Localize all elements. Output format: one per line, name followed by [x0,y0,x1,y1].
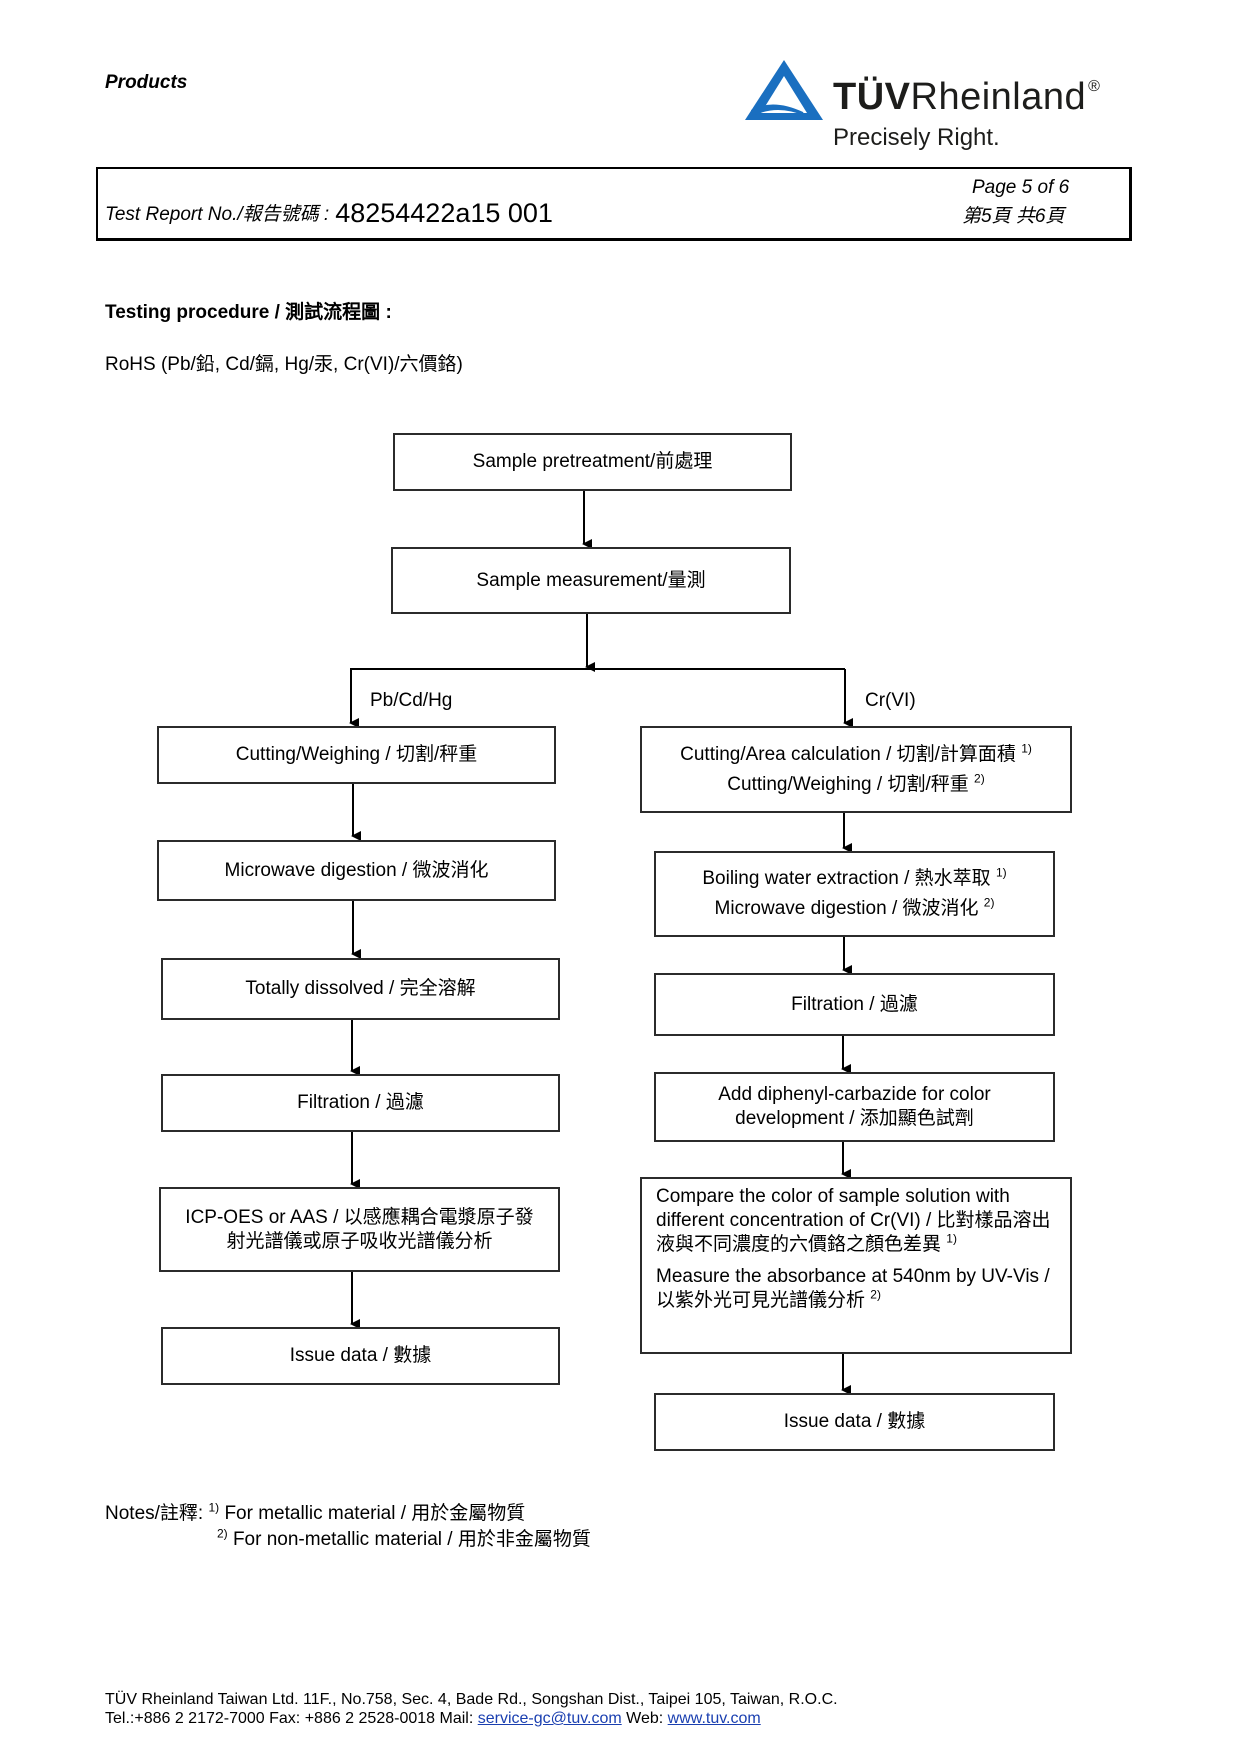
right-step-issue-data: Issue data / 數據 [654,1393,1055,1451]
page-number-en: Page 5 of 6 [972,177,1070,198]
left-step-cutting-weighing: Cutting/Weighing / 切割/秤重 [157,726,556,784]
footer-mail-link[interactable]: service-gc@tuv.com [477,1710,622,1727]
left-step-totally-dissolved: Totally dissolved / 完全溶解 [161,958,560,1020]
notes: Notes/註釋: 1) For metallic material / 用於金… [105,1500,591,1550]
rohs-line: RoHS (Pb/鉛, Cd/鎘, Hg/汞, Cr(VI)/六價鉻) [105,354,463,375]
note-2: For non-metallic material / 用於非金屬物質 [232,1529,591,1550]
branch-label-crvi: Cr(VI) [865,690,916,711]
footer-contact: Tel.:+886 2 2172-7000 Fax: +886 2 2528-0… [105,1710,761,1727]
footer: TÜV Rheinland Taiwan Ltd. 11F., No.758, … [105,1690,838,1728]
right-step-cutting: Cutting/Area calculation / 切割/計算面積 1) Cu… [640,726,1072,813]
right-step-compare-measure: Compare the color of sample solution wit… [640,1177,1072,1354]
footer-web-link[interactable]: www.tuv.com [667,1710,761,1727]
right-step-filtration: Filtration / 過濾 [654,973,1055,1036]
brand-name: TÜVRheinland® [833,76,1101,118]
right-step-extraction-digestion: Boiling water extraction / 熱水萃取 1) Micro… [654,851,1055,937]
note-1: For metallic material / 用於金屬物質 [224,1503,526,1524]
left-step-icp-oes-aas: ICP-OES or AAS / 以感應耦合電漿原子發射光譜儀或原子吸收光譜儀分… [159,1187,560,1272]
footer-address: TÜV Rheinland Taiwan Ltd. 11F., No.758, … [105,1691,838,1708]
notes-label: Notes/註釋: [105,1503,204,1524]
flow-step-pretreatment: Sample pretreatment/前處理 [393,433,792,491]
report-header-box [96,167,1132,241]
page-number-zh: 第5頁 共6頁 [962,206,1065,227]
tuv-logo-icon [745,60,823,120]
brand-tagline: Precisely Right. [833,124,1000,151]
branch-label-pb-cd-hg: Pb/Cd/Hg [370,690,453,711]
section-title: Testing procedure / 測試流程圖 : [105,302,392,323]
report-number-line: Test Report No./報告號碼 :48254422a15 001 [105,198,553,228]
left-step-filtration: Filtration / 過濾 [161,1074,560,1132]
left-step-issue-data: Issue data / 數據 [161,1327,560,1385]
flow-step-measurement: Sample measurement/量測 [391,547,791,614]
left-step-microwave-digestion: Microwave digestion / 微波消化 [157,840,556,901]
report-number: 48254422a15 001 [335,198,553,228]
products-label: Products [105,72,188,93]
right-step-color-development: Add diphenyl-carbazide for color develop… [654,1072,1055,1142]
